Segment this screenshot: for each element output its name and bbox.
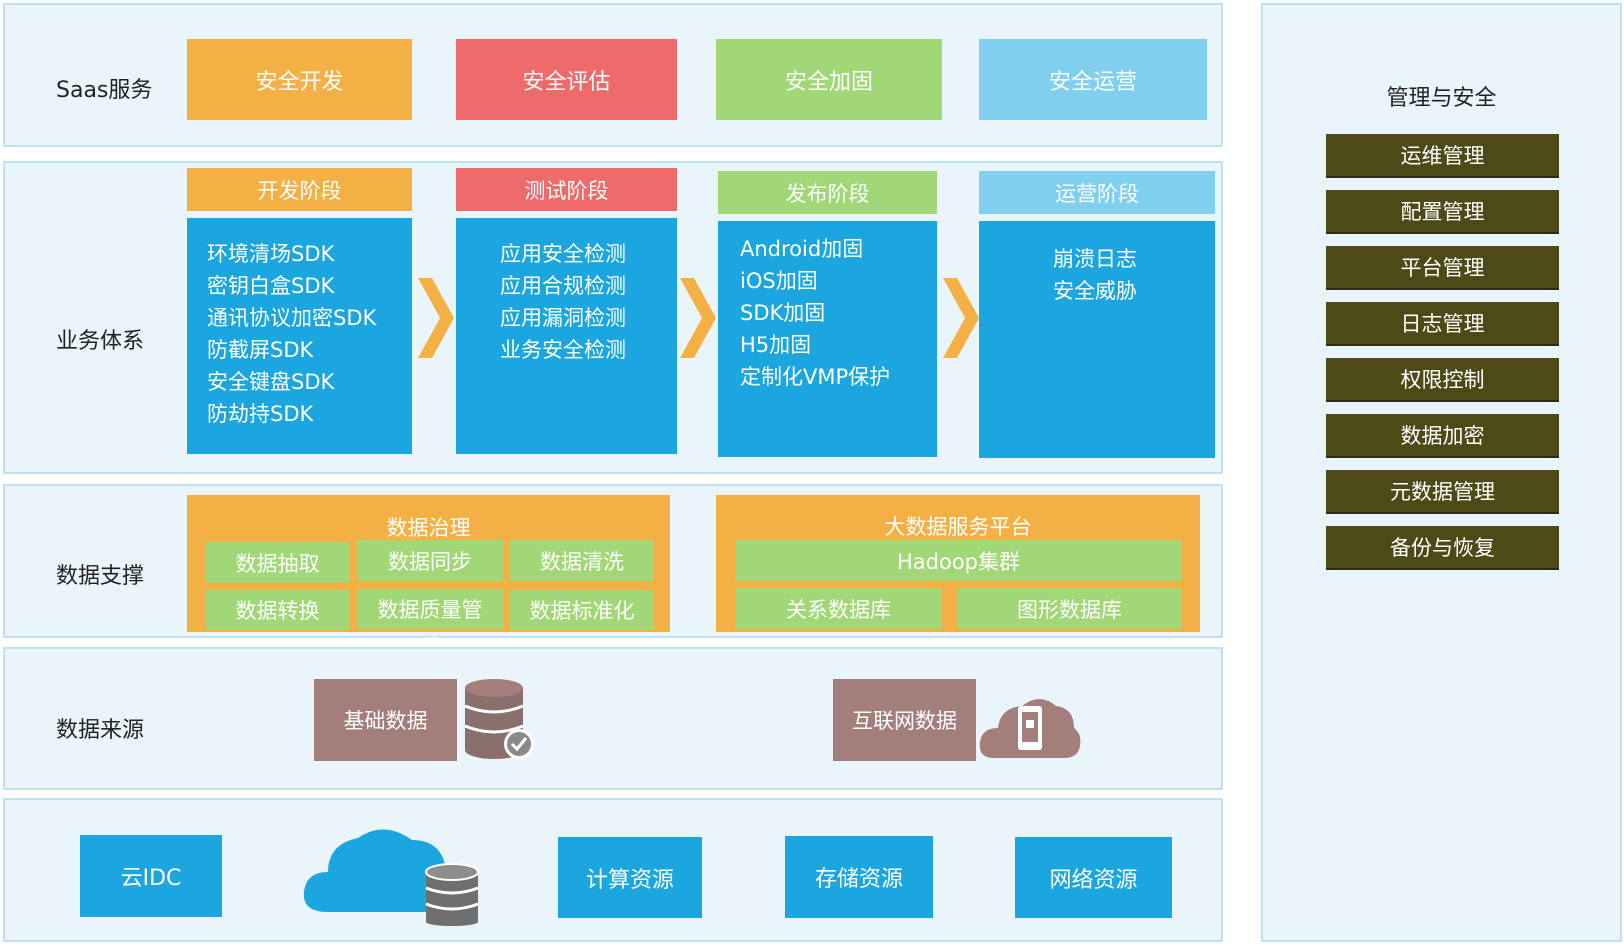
stage-test-body: 应用安全检测 应用合规检测 应用漏洞检测 业务安全检测 <box>456 218 677 454</box>
list-item: 密钥白盒SDK <box>207 274 335 298</box>
row-label-data-source: 数据来源 <box>56 718 145 743</box>
bigdata-item-relational-db: 关系数据库 <box>735 588 942 629</box>
stage-ops-list: 崩溃日志 安全威胁 <box>1053 243 1215 307</box>
stage-release-list: Android加固 iOS加固 SDK加固 H5加固 定制化VMP保护 <box>740 233 937 393</box>
infra-storage: 存储资源 <box>785 836 933 918</box>
stage-dev-body: 环境清场SDK 密钥白盒SDK 通讯协议加密SDK 防截屏SDK 安全键盘SDK… <box>187 218 412 454</box>
cloud-database-icon <box>302 826 480 926</box>
management-item-backup: 备份与恢复 <box>1326 526 1559 568</box>
management-item-platform: 平台管理 <box>1326 246 1559 288</box>
stage-dev-title: 开发阶段 <box>257 178 342 203</box>
governance-item-clean: 数据清洗 <box>510 540 654 581</box>
saas-eval-label: 安全评估 <box>522 69 611 95</box>
management-item-metadata: 元数据管理 <box>1326 470 1559 512</box>
governance-item-quality: 数据质量管 <box>357 589 503 629</box>
cloud-device-icon <box>978 690 1082 762</box>
row-label-saas: Saas服务 <box>56 78 153 103</box>
list-item: 应用安全检测 <box>500 242 626 266</box>
list-item: 定制化VMP保护 <box>740 365 891 389</box>
saas-ops-box: 安全运营 <box>979 39 1207 120</box>
stage-dev-list: 环境清场SDK 密钥白盒SDK 通讯协议加密SDK 防截屏SDK 安全键盘SDK… <box>207 238 412 430</box>
stage-dev-header: 开发阶段 <box>187 168 412 211</box>
saas-harden-box: 安全加固 <box>716 39 942 120</box>
database-check-icon <box>462 678 536 762</box>
saas-ops-label: 安全运营 <box>1048 69 1137 95</box>
list-item: 防截屏SDK <box>207 338 314 362</box>
list-item: H5加固 <box>740 333 812 357</box>
bigdata-title: 大数据服务平台 <box>884 515 1032 539</box>
stage-test-title: 测试阶段 <box>524 178 609 203</box>
saas-dev-box: 安全开发 <box>187 39 412 120</box>
management-item-ops: 运维管理 <box>1326 134 1559 176</box>
list-item: 环境清场SDK <box>207 242 335 266</box>
bigdata-item-graph-db: 图形数据库 <box>957 588 1182 629</box>
list-item: 防劫持SDK <box>207 402 314 426</box>
row-label-data-support: 数据支撑 <box>56 564 145 589</box>
arrow-right-icon <box>418 276 454 360</box>
list-item: 安全键盘SDK <box>207 370 335 394</box>
arrow-right-icon <box>943 276 979 360</box>
hadoop-cluster: Hadoop集群 <box>735 540 1182 581</box>
list-item: 崩溃日志 <box>1053 247 1137 271</box>
saas-harden-label: 安全加固 <box>784 69 873 95</box>
stage-release-title: 发布阶段 <box>785 181 870 206</box>
infra-cloud-idc: 云IDC <box>80 835 222 917</box>
infra-network: 网络资源 <box>1015 837 1172 918</box>
stage-test-list: 应用安全检测 应用合规检测 应用漏洞检测 业务安全检测 <box>500 238 677 366</box>
infra-compute: 计算资源 <box>558 837 702 918</box>
management-title: 管理与安全 <box>1386 86 1497 111</box>
list-item: 应用漏洞检测 <box>500 306 626 330</box>
governance-item-extract: 数据抽取 <box>206 542 349 583</box>
governance-item-transform: 数据转换 <box>206 590 349 630</box>
management-item-config: 配置管理 <box>1326 190 1559 232</box>
stage-release-header: 发布阶段 <box>718 171 937 214</box>
stage-ops-header: 运营阶段 <box>979 171 1215 214</box>
row-label-business: 业务体系 <box>56 329 145 354</box>
list-item: 业务安全检测 <box>500 338 626 362</box>
list-item: SDK加固 <box>740 301 826 325</box>
stage-ops-body: 崩溃日志 安全威胁 <box>979 221 1215 458</box>
source-internet-data: 互联网数据 <box>833 679 976 761</box>
saas-eval-box: 安全评估 <box>456 39 677 120</box>
list-item: Android加固 <box>740 237 864 261</box>
saas-dev-label: 安全开发 <box>255 69 344 95</box>
list-item: iOS加固 <box>740 269 818 293</box>
list-item: 应用合规检测 <box>500 274 626 298</box>
governance-title: 数据治理 <box>386 516 471 540</box>
governance-item-standardize: 数据标准化 <box>510 590 654 630</box>
management-item-permission: 权限控制 <box>1326 358 1559 400</box>
management-item-log: 日志管理 <box>1326 302 1559 344</box>
source-basic-data: 基础数据 <box>314 679 457 761</box>
governance-item-sync: 数据同步 <box>357 540 503 581</box>
management-item-encryption: 数据加密 <box>1326 414 1559 456</box>
list-item: 安全威胁 <box>1053 279 1137 303</box>
stage-release-body: Android加固 iOS加固 SDK加固 H5加固 定制化VMP保护 <box>718 221 937 457</box>
list-item: 通讯协议加密SDK <box>207 306 377 330</box>
stage-test-header: 测试阶段 <box>456 168 677 211</box>
arrow-right-icon <box>680 276 716 360</box>
stage-ops-title: 运营阶段 <box>1055 181 1139 206</box>
